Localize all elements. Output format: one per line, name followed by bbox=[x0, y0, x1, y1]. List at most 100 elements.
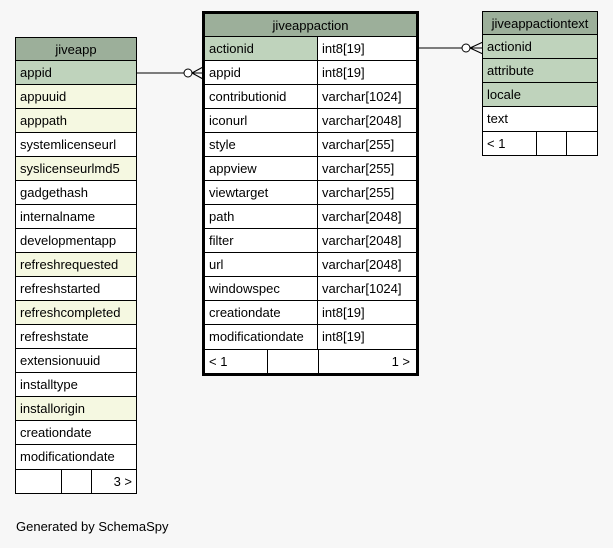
column-name: actionid bbox=[205, 37, 318, 60]
column-name: actionid bbox=[483, 35, 597, 58]
column-row-installtype[interactable]: installtype bbox=[16, 373, 136, 397]
column-name: modificationdate bbox=[205, 325, 318, 349]
column-row-refreshstarted[interactable]: refreshstarted bbox=[16, 277, 136, 301]
column-name: extensionuuid bbox=[20, 353, 101, 368]
table-footer: < 1 bbox=[483, 131, 597, 155]
column-type: int8[19] bbox=[322, 65, 365, 80]
column-name: refreshcompleted bbox=[16, 301, 136, 324]
column-name: gadgethash bbox=[20, 185, 88, 200]
column-row-refreshrequested[interactable]: refreshrequested bbox=[16, 253, 136, 277]
column-type: varchar[255] bbox=[322, 137, 395, 152]
column-row-modificationdate[interactable]: modificationdate int8[19] bbox=[205, 325, 416, 349]
generated-by-caption: Generated by SchemaSpy bbox=[16, 519, 169, 534]
column-row-appview[interactable]: appview varchar[255] bbox=[205, 157, 416, 181]
column-name: appuuid bbox=[16, 85, 136, 108]
column-row-creationdate[interactable]: creationdate bbox=[16, 421, 136, 445]
column-name: contributionid bbox=[205, 85, 318, 108]
relationship-jiveapp-to-jiveappaction bbox=[136, 66, 204, 80]
column-name: appid bbox=[205, 61, 318, 84]
column-row-extensionuuid[interactable]: extensionuuid bbox=[16, 349, 136, 373]
column-name: filter bbox=[205, 229, 318, 252]
footer-left-label: < 1 bbox=[205, 350, 268, 373]
column-row-actionid[interactable]: actionid int8[19] bbox=[205, 37, 416, 61]
column-name: url bbox=[205, 253, 318, 276]
column-name: iconurl bbox=[205, 109, 318, 132]
footer-cell bbox=[567, 132, 597, 155]
relationship-jiveappaction-to-jiveappactiontext bbox=[416, 41, 484, 55]
column-list: actionid int8[19] appid int8[19] contributio… bbox=[205, 37, 416, 349]
column-row-appuuid[interactable]: appuuid bbox=[16, 85, 136, 109]
column-row-systemlicenseurl[interactable]: systemlicenseurl bbox=[16, 133, 136, 157]
column-row-attribute[interactable]: attribute bbox=[483, 59, 597, 83]
column-row-contributionid[interactable]: contributionid varchar[1024] bbox=[205, 85, 416, 109]
column-name: windowspec bbox=[205, 277, 318, 300]
column-row-url[interactable]: url varchar[2048] bbox=[205, 253, 416, 277]
column-type: varchar[2048] bbox=[322, 257, 402, 272]
column-type: varchar[255] bbox=[322, 161, 395, 176]
column-name: internalname bbox=[20, 209, 96, 224]
column-type: int8[19] bbox=[322, 329, 365, 344]
column-row-syslicenseurlmd5[interactable]: syslicenseurlmd5 bbox=[16, 157, 136, 181]
column-name: refreshstarted bbox=[20, 281, 101, 296]
column-name: text bbox=[487, 111, 508, 126]
column-name: viewtarget bbox=[205, 181, 318, 204]
column-row-actionid[interactable]: actionid bbox=[483, 35, 597, 59]
column-row-installorigin[interactable]: installorigin bbox=[16, 397, 136, 421]
footer-cell bbox=[537, 132, 567, 155]
column-row-gadgethash[interactable]: gadgethash bbox=[16, 181, 136, 205]
table-title: jiveappaction bbox=[205, 14, 416, 37]
column-name: syslicenseurlmd5 bbox=[16, 157, 136, 180]
column-name: apppath bbox=[16, 109, 136, 132]
column-name: appview bbox=[205, 157, 318, 180]
column-name: path bbox=[205, 205, 318, 228]
column-row-iconurl[interactable]: iconurl varchar[2048] bbox=[205, 109, 416, 133]
column-row-text[interactable]: text bbox=[483, 107, 597, 131]
column-type: varchar[2048] bbox=[322, 233, 402, 248]
column-type: varchar[1024] bbox=[322, 281, 402, 296]
footer-left-label: < 1 bbox=[483, 132, 537, 155]
column-type: int8[19] bbox=[322, 41, 365, 56]
column-row-developmentapp[interactable]: developmentapp bbox=[16, 229, 136, 253]
column-name: systemlicenseurl bbox=[20, 137, 117, 152]
column-name: developmentapp bbox=[20, 233, 117, 248]
footer-cell bbox=[268, 350, 319, 373]
column-row-appid[interactable]: appid int8[19] bbox=[205, 61, 416, 85]
column-row-locale[interactable]: locale bbox=[483, 83, 597, 107]
column-row-modificationdate[interactable]: modificationdate bbox=[16, 445, 136, 469]
column-name: refreshstate bbox=[20, 329, 89, 344]
column-name: attribute bbox=[483, 59, 597, 82]
column-name: installtype bbox=[20, 377, 78, 392]
column-type: int8[19] bbox=[322, 305, 365, 320]
column-row-path[interactable]: path varchar[2048] bbox=[205, 205, 416, 229]
column-row-refreshstate[interactable]: refreshstate bbox=[16, 325, 136, 349]
column-name: modificationdate bbox=[20, 449, 115, 464]
column-row-internalname[interactable]: internalname bbox=[16, 205, 136, 229]
column-name: installorigin bbox=[16, 397, 136, 420]
column-row-filter[interactable]: filter varchar[2048] bbox=[205, 229, 416, 253]
column-row-apppath[interactable]: apppath bbox=[16, 109, 136, 133]
footer-cell bbox=[62, 470, 92, 493]
column-type: varchar[2048] bbox=[322, 113, 402, 128]
footer-right-label: 3 > bbox=[113, 474, 132, 489]
table-jiveappaction[interactable]: jiveappaction actionid int8[19] appid int8[… bbox=[202, 11, 419, 376]
column-row-appid[interactable]: appid bbox=[16, 61, 136, 85]
column-name: refreshrequested bbox=[16, 253, 136, 276]
column-name: locale bbox=[483, 83, 597, 106]
column-row-windowspec[interactable]: windowspec varchar[1024] bbox=[205, 277, 416, 301]
column-row-refreshcompleted[interactable]: refreshcompleted bbox=[16, 301, 136, 325]
table-title: jiveapp bbox=[16, 38, 136, 61]
table-title: jiveappactiontext bbox=[483, 12, 597, 35]
column-type: varchar[2048] bbox=[322, 209, 402, 224]
footer-right-label: 1 > bbox=[391, 354, 410, 369]
column-type: varchar[1024] bbox=[322, 89, 402, 104]
column-name: appid bbox=[16, 61, 136, 84]
column-name: creationdate bbox=[20, 425, 92, 440]
